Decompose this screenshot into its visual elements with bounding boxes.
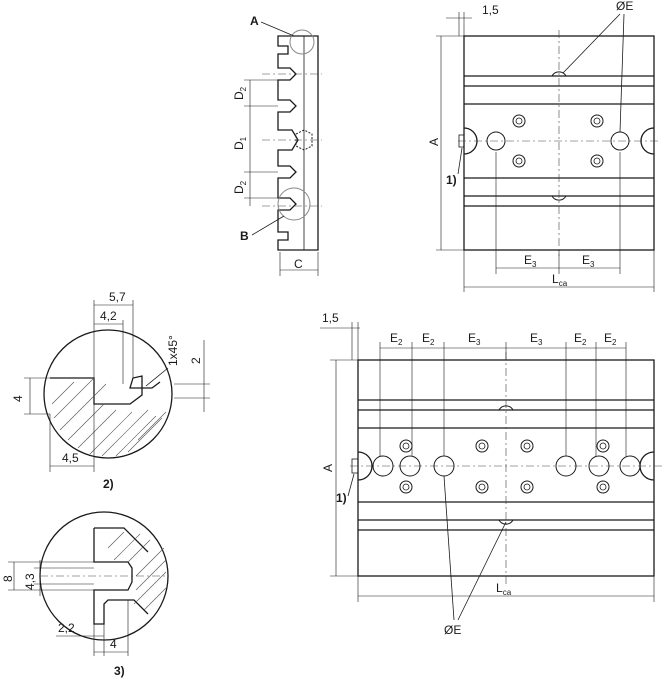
large-dim-e3-2: E3 [530,331,543,347]
small-screw-3-inner [515,157,523,165]
small-screw-4 [590,154,604,168]
small-through-hole-left [486,131,506,151]
d2-bottom-label: D2 [232,180,248,194]
large-through-hole-1 [372,455,394,477]
detail-3-caption: 3) [114,664,125,678]
large-screw-8 [596,480,610,494]
top-view-large: E2 E2 E3 E3 E2 E2 1,5 A 1) Lca ØE [320,311,662,637]
large-note-1-leader [347,473,355,497]
small-hole-leader-2 [619,13,625,133]
dim-chamfer: 1x45° [166,335,180,366]
d2-top-label: D2 [232,86,248,100]
large-screw-1 [399,439,413,453]
large-dim-a: A [321,464,335,472]
small-hole-label: ØE [616,0,633,13]
top-view-small: A 1,5 ØE 1) E3 E3 Lca [427,0,660,292]
small-dim-e3-left: E3 [524,253,537,269]
dim-4-3: 4,3 [23,573,37,590]
dim-c: C [294,257,303,271]
large-screw-3 [520,439,534,453]
large-hole-leader-2 [457,521,507,621]
large-through-hole-5 [588,455,610,477]
small-dim-e3-right: E3 [582,253,595,269]
small-bottom-slot-icon [551,195,567,201]
chamfer-leader [145,367,169,387]
profile-view: D2 D1 D2 A B C [232,14,322,276]
detail-2-hatch [51,377,167,457]
d1-label: D1 [232,136,248,150]
detail-2-circle [43,329,173,459]
small-screw-2 [590,114,604,128]
large-screw-5 [399,480,413,494]
detail-3: 8 4,3 2,2 4 3) [1,511,169,678]
small-screw-3 [512,154,526,168]
small-right-notch-icon [640,127,655,155]
label-a-leader [260,21,295,37]
large-dim-e2-4: E2 [604,331,617,347]
large-screw-2 [475,439,489,453]
label-a: A [250,14,259,28]
small-dim-a: A [427,138,441,146]
small-screw-1 [512,114,526,128]
large-screw-6 [475,480,489,494]
dim-4-detail-3: 4 [110,637,117,651]
large-dim-lca: Lca [496,581,512,597]
large-hole-leader-1 [443,475,455,621]
detail-2-caption: 2) [103,477,114,491]
large-through-hole-2 [399,455,421,477]
large-left-notch-icon [357,451,373,481]
large-screw-7 [520,480,534,494]
label-b-leader [251,215,285,236]
small-note-1: 1) [446,173,457,187]
large-dim-e2-3: E2 [574,331,587,347]
large-dim-offset: 1,5 [322,311,339,325]
large-end-connector [351,458,359,474]
small-top-slot-icon [551,71,567,77]
large-dim-e2-1: E2 [390,331,403,347]
large-top-slot-icon [498,405,514,411]
large-dim-e2-2: E2 [422,331,435,347]
dim-4-2: 4,2 [100,309,117,323]
large-screws [399,439,610,494]
large-hole-label: ØE [444,623,461,637]
small-screw-2-inner [593,117,601,125]
large-through-hole-6 [619,455,641,477]
profile-outline [277,35,319,251]
large-dim-e3-1: E3 [468,331,481,347]
small-screw-4-inner [593,157,601,165]
detail-a-circle [289,29,315,55]
detail-2-profile [50,375,161,405]
dim-5-7: 5,7 [109,290,126,304]
large-note-1: 1) [336,491,347,505]
dim-2: 2 [189,357,203,364]
dim-2-2: 2,2 [58,621,75,635]
large-screw-4 [596,439,610,453]
dim-8: 8 [1,575,15,582]
small-note-1-leader [457,147,463,175]
large-bottom-slot-icon [498,519,514,525]
small-left-notch-icon [463,127,478,155]
detail-b-circle [277,187,311,221]
label-b: B [240,229,249,243]
hex-nut-icon [295,129,313,151]
small-dim-lca: Lca [552,272,568,288]
detail-2: 5,7 4,2 1x45° 2 4 4,5 2) [11,290,210,491]
dim-4-5: 4,5 [62,451,79,465]
detail-3-hatch [107,531,167,611]
small-end-connector [458,134,465,148]
small-dim-offset: 1,5 [482,3,499,17]
small-hole-leader-1 [562,13,621,74]
dim-4: 4 [11,395,25,402]
large-through-holes [372,455,641,477]
small-screw-1-inner [515,117,523,125]
